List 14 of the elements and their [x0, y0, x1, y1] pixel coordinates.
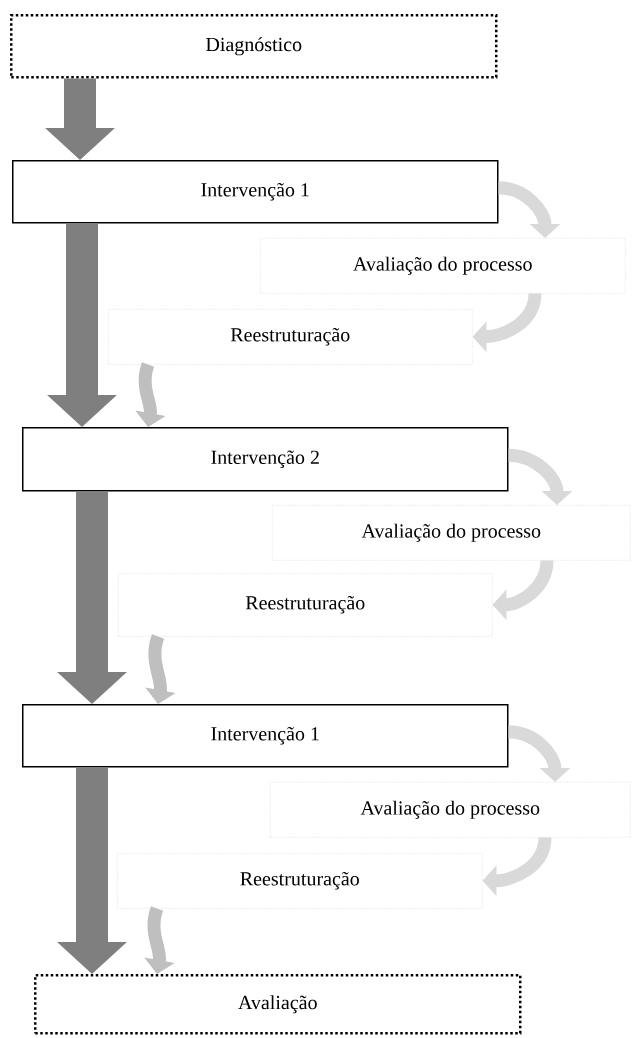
step-box: Reestruturação	[108, 309, 473, 365]
process-box: Intervenção 1	[22, 704, 509, 768]
curved-arrow	[508, 725, 571, 782]
dotted-box: Diagnóstico	[10, 14, 498, 79]
dotted-box: Avaliação	[34, 974, 522, 1035]
process-box: Intervenção 1	[12, 160, 499, 224]
step-box: Reestruturação	[118, 573, 493, 637]
curved-arrow	[498, 181, 561, 238]
step-box: Avaliação do processo	[260, 238, 626, 294]
step-box: Reestruturação	[117, 853, 483, 909]
step-box: Avaliação do processo	[272, 505, 631, 561]
step-box: Avaliação do processo	[270, 782, 631, 838]
curved-arrow	[508, 448, 573, 505]
process-box: Intervenção 2	[22, 427, 509, 492]
